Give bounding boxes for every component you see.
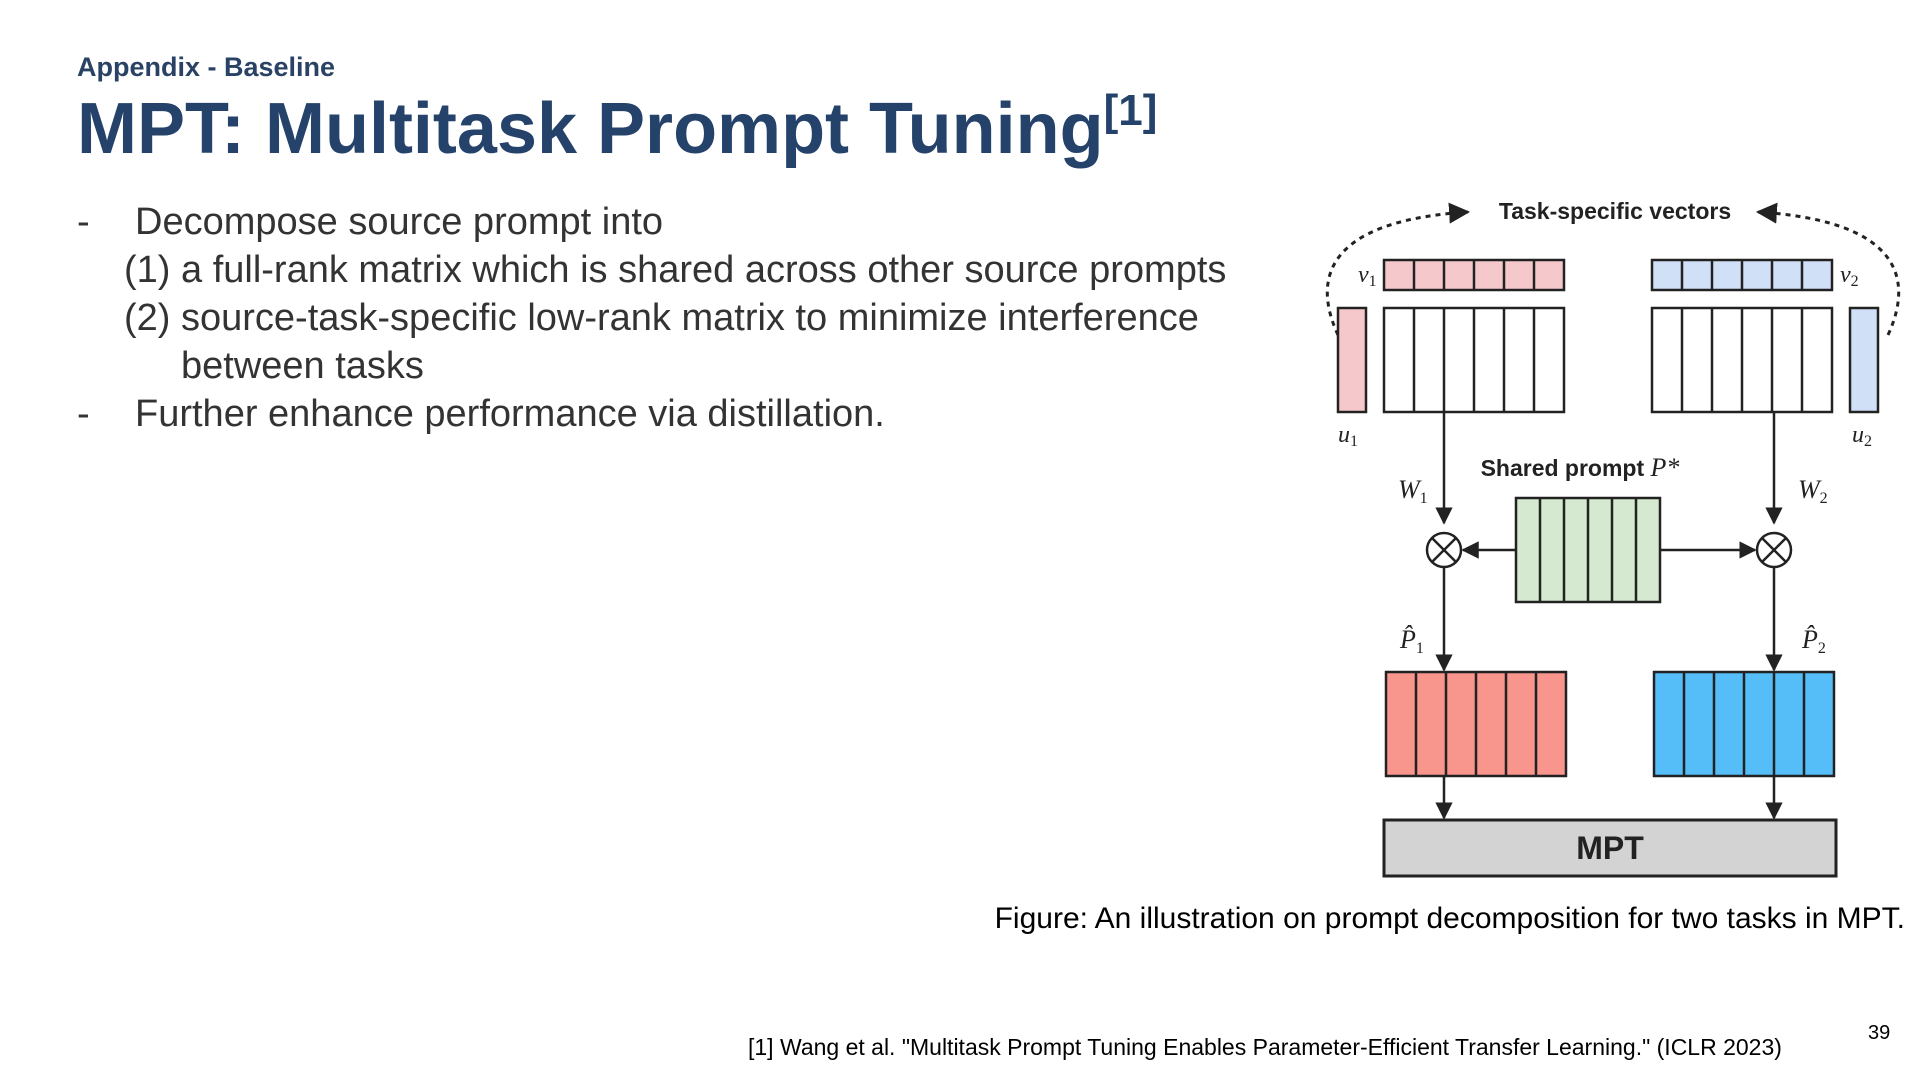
p2-prompt [1652,670,1836,778]
u2-label: u2 [1852,422,1872,450]
w1-label: W1 [1398,475,1428,507]
multiply-operator-right [1755,531,1793,569]
title-text: MPT: Multitask Prompt Tuning [77,89,1104,169]
sub-item-continuation-text: between tasks [181,345,424,387]
sub-item-text: (2) source-task-specific low-rank matrix… [124,297,1199,339]
mpt-diagram: Task-specific vectors v1 v2 u1 u2 W1 W2 … [1325,198,1901,878]
bullet-marker: - [77,201,90,243]
shared-prompt-matrix [1514,496,1662,604]
sub-item-text: (1) a full-rank matrix which is shared a… [124,249,1227,291]
p1-label: P̂1 [1399,625,1424,657]
title-citation: [1] [1103,86,1158,135]
u1-vector [1336,306,1368,414]
mpt-label: MPT [1576,830,1644,866]
task-specific-label: Task-specific vectors [1499,198,1731,224]
u2-vector [1848,306,1880,414]
w2-label: W2 [1798,475,1828,507]
v2-vector [1650,258,1834,292]
u1-label: u1 [1338,422,1358,450]
w1-matrix [1382,306,1566,414]
p1-prompt [1384,670,1568,778]
v1-label: v1 [1358,262,1377,290]
v1-vector [1382,258,1566,292]
figure-caption: Figure: An illustration on prompt decomp… [994,902,1905,935]
bullet-text: Decompose source prompt into [135,201,664,243]
v2-label: v2 [1840,262,1859,290]
bullet-marker: - [77,393,90,435]
bullet-text: Further enhance performance via distilla… [135,393,885,435]
p2-label: P̂2 [1801,625,1826,657]
page-number: 39 [1868,1022,1891,1044]
slide-title: MPT: Multitask Prompt Tuning[1] [77,86,1158,170]
section-label: Appendix - Baseline [77,52,336,82]
mpt-box [1382,818,1838,878]
shared-prompt-label: Shared prompt P* [1481,453,1680,482]
footnote: [1] Wang et al. "Multitask Prompt Tuning… [748,1034,1782,1060]
multiply-operator-left [1425,531,1463,569]
w2-matrix [1650,306,1834,414]
